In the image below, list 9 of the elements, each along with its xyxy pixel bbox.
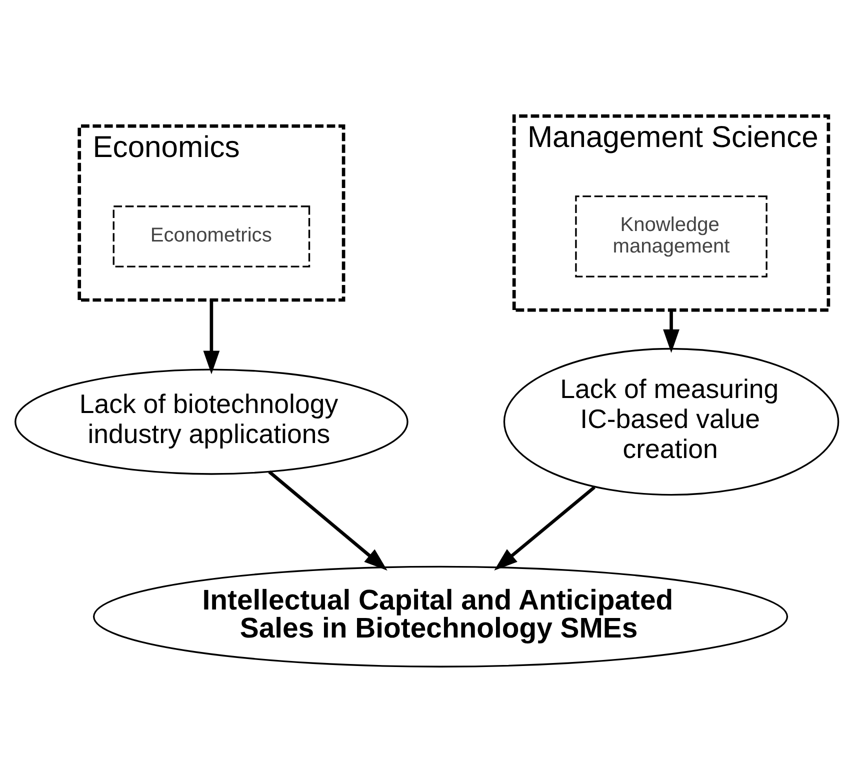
node-ellipse: Lack of measuring IC-based value creation <box>503 348 840 496</box>
node-ellipse: Intellectual Capital and Anticipated Sales in Biotechnology SMEs <box>92 566 788 668</box>
arrow <box>268 470 388 571</box>
node-ellipse: Lack of biotechnology industry applications <box>14 368 408 475</box>
arrow <box>203 300 220 374</box>
node-box: Knowledge management <box>575 195 768 278</box>
arrow <box>663 310 680 353</box>
arrow <box>494 486 596 570</box>
node-box: Econometrics <box>112 206 310 268</box>
